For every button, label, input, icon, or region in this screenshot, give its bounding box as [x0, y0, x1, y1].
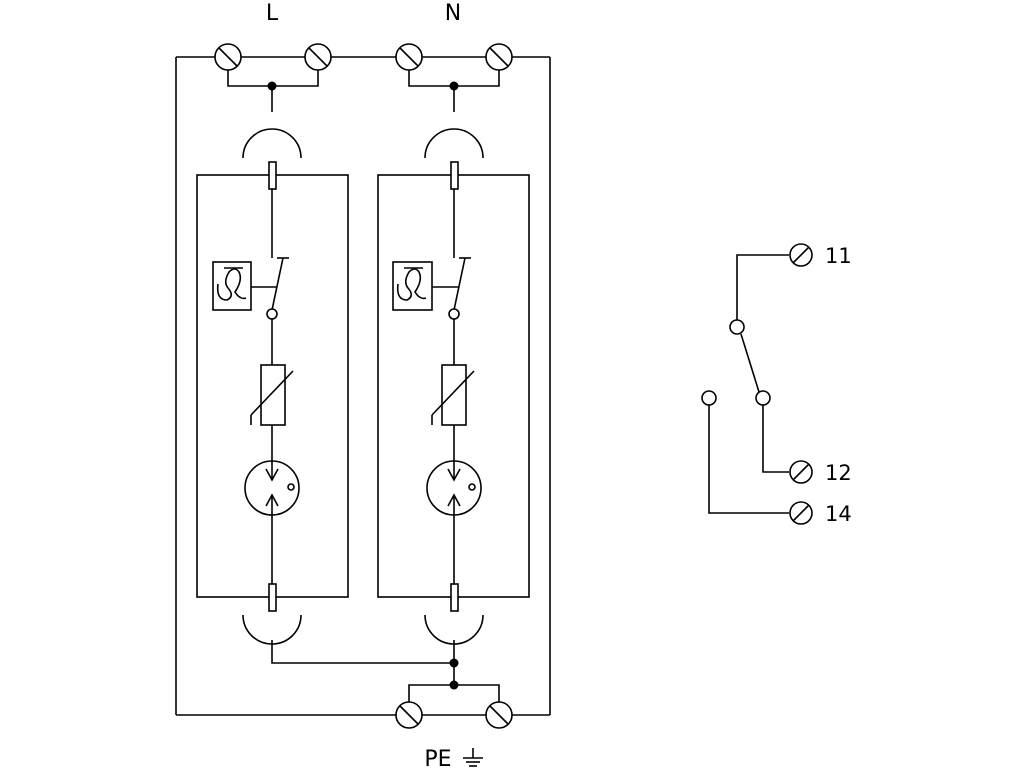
varistor-icon [431, 364, 475, 426]
screw-terminal-icon [789, 243, 813, 267]
screw-terminal-icon [789, 501, 813, 525]
label-contact-11: 11 [825, 244, 852, 268]
thermal-disconnector-icon [392, 261, 433, 311]
protection-module-line [196, 161, 349, 645]
outer-housing [175, 56, 551, 716]
label-neutral: N [445, 1, 461, 26]
terminal-group-line [214, 43, 332, 159]
terminal-group-neutral [395, 43, 513, 159]
label-contact-12: 12 [825, 461, 852, 485]
gas-discharge-tube-icon [244, 460, 300, 516]
screw-terminal-icon [485, 701, 513, 729]
label-line: L [266, 1, 279, 26]
varistor-icon [250, 364, 294, 426]
terminal-group-pe [271, 640, 513, 729]
gas-discharge-tube-icon [426, 460, 482, 516]
screw-terminal-icon [485, 43, 513, 71]
thermal-disconnector-icon [212, 261, 252, 311]
label-protective-earth: PE [424, 747, 451, 768]
ground-icon [463, 748, 483, 767]
label-contact-14: 14 [825, 502, 852, 526]
screw-terminal-icon [395, 43, 423, 71]
remote-signal-contact [701, 243, 813, 525]
protection-module-neutral [377, 161, 530, 645]
screw-terminal-icon [395, 701, 423, 729]
screw-terminal-icon [304, 43, 332, 71]
screw-terminal-icon [214, 43, 242, 71]
screw-terminal-icon [789, 460, 813, 484]
